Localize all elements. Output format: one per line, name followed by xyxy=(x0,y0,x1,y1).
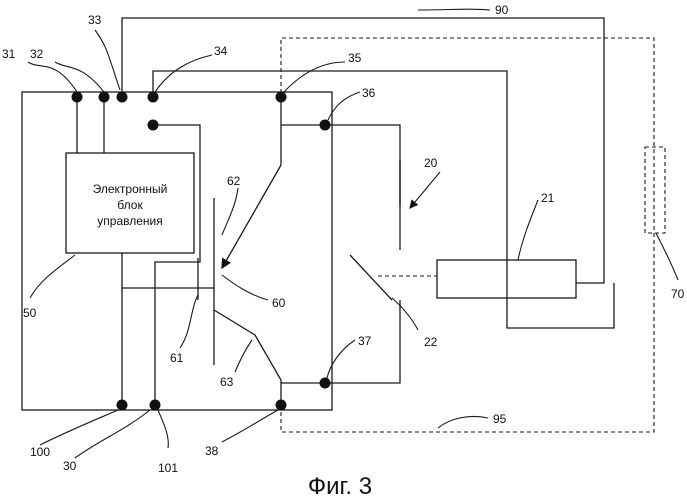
leader-32 xyxy=(55,62,104,92)
label-31: 31 xyxy=(2,47,16,61)
wire-63 xyxy=(214,310,281,405)
label-100: 100 xyxy=(30,445,50,459)
label-30: 30 xyxy=(63,459,77,473)
leader-63 xyxy=(235,340,252,372)
leader-36 xyxy=(328,92,360,120)
leader-50 xyxy=(30,255,75,298)
label-36: 36 xyxy=(362,86,376,100)
leader-37 xyxy=(327,340,355,378)
leader-33 xyxy=(95,30,120,90)
leader-35 xyxy=(284,62,345,92)
label-21: 21 xyxy=(541,191,555,205)
leader-100 xyxy=(40,410,118,445)
leader-62 xyxy=(222,188,238,235)
leader-61 xyxy=(180,295,198,348)
label-50: 50 xyxy=(23,306,37,320)
leader-90 xyxy=(418,9,490,10)
label-63: 63 xyxy=(220,375,234,389)
label-70: 70 xyxy=(671,287,685,301)
element-70 xyxy=(645,147,665,233)
terminal-31 xyxy=(72,92,83,103)
label-61: 61 xyxy=(170,351,184,365)
label-35: 35 xyxy=(348,51,362,65)
leader-70 xyxy=(656,233,678,280)
label-37: 37 xyxy=(358,334,372,348)
leader-21 xyxy=(518,200,538,260)
control-unit-text-line-3: управления xyxy=(97,214,162,228)
dashed-enclosure-95 xyxy=(281,38,654,432)
leader-101 xyxy=(158,410,168,448)
wire-37 xyxy=(281,300,400,383)
terminal-37 xyxy=(320,378,331,389)
terminal-33 xyxy=(117,92,128,103)
label-22: 22 xyxy=(424,335,438,349)
label-90: 90 xyxy=(495,3,509,17)
label-32: 32 xyxy=(30,47,44,61)
terminal-inner xyxy=(148,120,159,131)
terminal-32 xyxy=(99,92,110,103)
control-unit-text-line-1: Электронный xyxy=(93,182,168,196)
terminal-36 xyxy=(320,120,331,131)
leader-34 xyxy=(155,55,212,92)
control-unit-text-line-2: блок xyxy=(117,198,143,212)
leader-95 xyxy=(438,416,488,428)
switch-22-lever xyxy=(350,255,392,300)
label-62: 62 xyxy=(227,174,241,188)
wire-36 xyxy=(281,125,400,250)
terminal-101 xyxy=(150,400,161,411)
figure-caption: Фиг. 3 xyxy=(308,473,372,500)
label-38: 38 xyxy=(205,444,219,458)
label-33: 33 xyxy=(88,13,102,27)
leader-22 xyxy=(392,298,418,330)
leader-30 xyxy=(75,410,150,458)
terminal-38 xyxy=(276,400,287,411)
label-101: 101 xyxy=(158,461,178,475)
terminal-100 xyxy=(117,400,128,411)
label-95: 95 xyxy=(493,412,507,426)
label-60: 60 xyxy=(272,296,286,310)
label-34: 34 xyxy=(214,44,228,58)
leader-38 xyxy=(222,410,278,442)
terminal-35 xyxy=(276,92,287,103)
leader-60 xyxy=(222,275,268,300)
label-20: 20 xyxy=(424,156,438,170)
leader-20 xyxy=(410,172,440,208)
terminal-34 xyxy=(148,92,159,103)
